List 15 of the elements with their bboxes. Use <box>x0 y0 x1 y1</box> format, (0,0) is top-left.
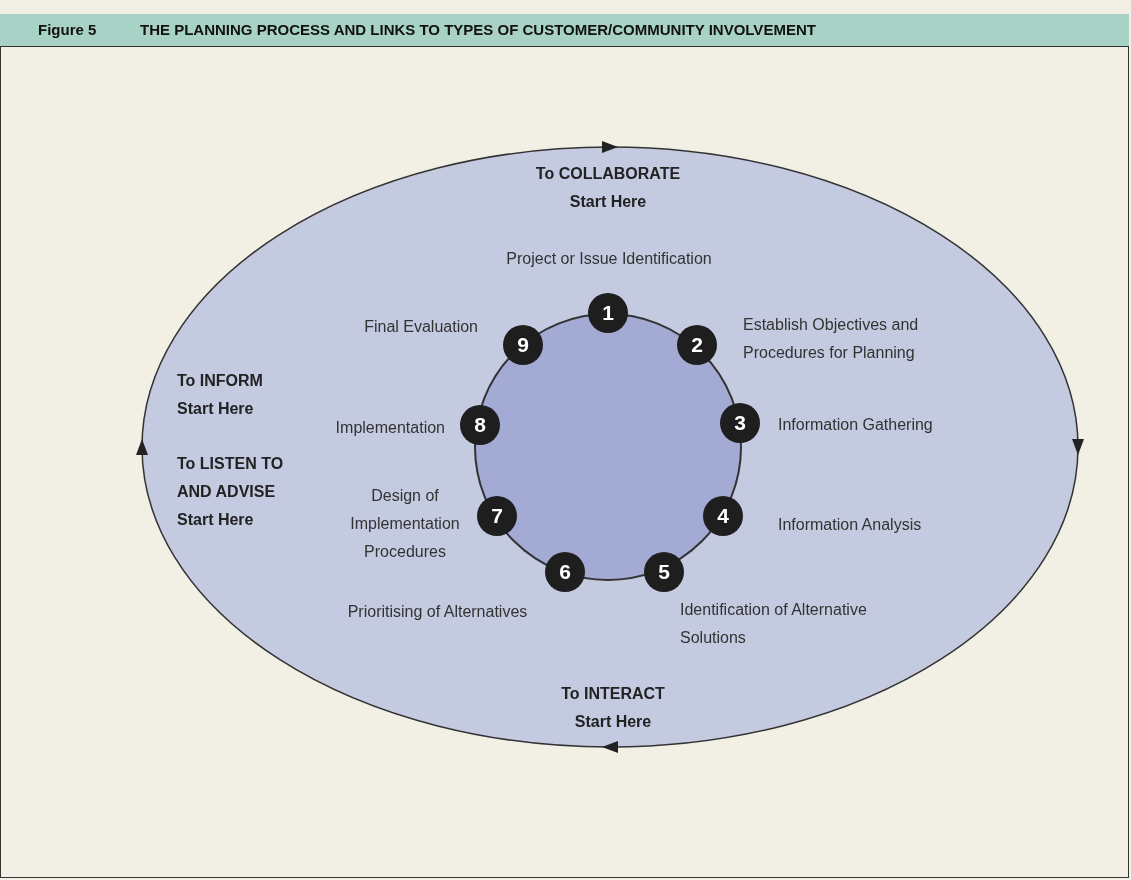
step-label: Establish Objectives and Procedures for Planning <box>743 315 920 363</box>
figure-title: THE PLANNING PROCESS AND LINKS TO TYPES OF CUSTOMER/COMMUNITY INVOLVEMENT <box>140 21 816 38</box>
step-label: Information Gathering <box>778 415 934 435</box>
start-here-label: To COLLABORATE Start Here <box>534 164 682 212</box>
step-label: Prioritising of Alternatives <box>346 602 529 622</box>
start-here-label: To LISTEN TO AND ADVISE Start Here <box>177 454 285 530</box>
start-here-label: To INFORM Start Here <box>177 371 264 419</box>
step-label: Information Analysis <box>778 515 923 535</box>
step-label: Design of Implementation Procedures <box>349 486 461 562</box>
start-here-label: To INTERACT Start Here <box>560 684 666 732</box>
step-label: Final Evaluation <box>363 317 478 337</box>
figure-number: Figure 5 <box>38 21 97 38</box>
step-label: Implementation <box>334 418 445 438</box>
step-label: Project or Issue Identification <box>505 249 713 269</box>
step-label: Identification of Alternative Solutions <box>680 600 868 648</box>
